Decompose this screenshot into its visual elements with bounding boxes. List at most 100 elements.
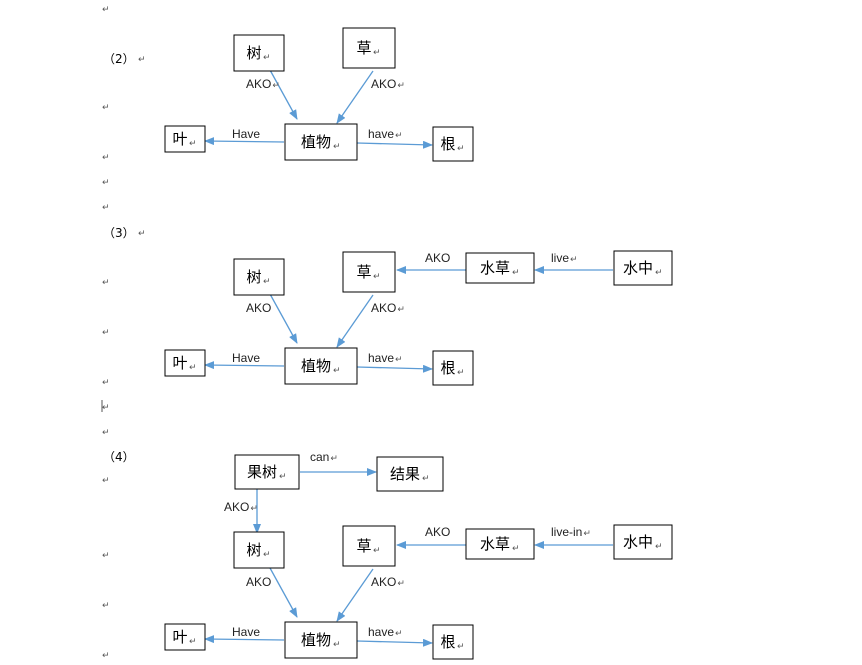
paragraph-mark: ↵: [422, 474, 430, 484]
node-label: 叶: [172, 130, 187, 148]
edge-have-arrow: [204, 361, 285, 370]
node-box: [233, 34, 285, 72]
paragraph-mark: ↵: [263, 53, 271, 63]
node-box: [164, 623, 206, 651]
node-gen: 根↵: [432, 126, 474, 162]
edge-ako-arrow: [269, 567, 298, 618]
node-box: [284, 621, 358, 659]
node-label: 植物: [301, 133, 331, 151]
paragraph-mark: ↵: [189, 363, 197, 373]
edge-label: live: [551, 251, 569, 265]
paragraph-mark: ↵: [272, 81, 280, 91]
paragraph-mark: ↵: [189, 139, 197, 149]
paragraph-mark: ↵: [333, 142, 341, 152]
paragraph-mark: ↵: [512, 544, 520, 554]
paragraph-mark: ↵: [395, 355, 403, 365]
node-box: [342, 251, 396, 293]
edge-label: AKO: [425, 525, 450, 539]
edge-label: have: [368, 351, 394, 365]
node-box: [613, 524, 673, 560]
node-label: 根: [440, 633, 455, 651]
node-box: [284, 123, 358, 161]
edge-ako-arrow: [269, 293, 298, 344]
node-label: 水草: [480, 259, 510, 277]
paragraph-mark: ↵: [333, 366, 341, 376]
node-box: [164, 125, 206, 153]
paragraph-mark: ↵: [395, 629, 403, 639]
paragraph-mark: ↵: [373, 546, 381, 556]
node-label: 结果: [390, 465, 420, 483]
node-box: [613, 250, 673, 286]
edge-label: can: [310, 450, 329, 464]
paragraph-mark: ↵: [102, 103, 110, 113]
node-cao: 草↵: [342, 525, 396, 567]
node-label: 草: [356, 39, 371, 57]
paragraph-mark: ↵: [457, 368, 465, 378]
node-shuicao: 水草↵: [465, 252, 535, 284]
node-box: [465, 528, 535, 560]
edge-label: have: [368, 625, 394, 639]
node-zhiwu: 植物↵: [284, 621, 358, 659]
node-label: 树: [246, 44, 261, 62]
paragraph-mark: ↵: [397, 579, 405, 589]
paragraph-mark: ↵: [102, 178, 110, 188]
edge-ako-arrow: [336, 294, 374, 348]
paragraph-mark: ↵: [263, 277, 271, 287]
node-label: 植物: [301, 357, 331, 375]
node-label: 果树: [247, 463, 277, 481]
node-guoshu: 果树↵: [234, 454, 300, 490]
paragraph-mark: ↵: [330, 454, 338, 464]
node-gen: 根↵: [432, 350, 474, 386]
node-gen: 根↵: [432, 624, 474, 660]
node-shu: 树↵: [233, 34, 285, 72]
node-shuizhong: 水中↵: [613, 524, 673, 560]
edge-have-arrow: [204, 137, 285, 146]
node-jieguo: 结果↵: [376, 456, 444, 492]
node-box: [376, 456, 444, 492]
node-label: 水草: [480, 535, 510, 553]
paragraph-mark: ↵: [102, 551, 110, 561]
edge-ako-arrow: [269, 69, 298, 120]
edge-label: Have: [232, 127, 260, 141]
edge-have-arrow: [356, 364, 433, 373]
node-box: [284, 347, 358, 385]
edge-label: AKO: [371, 301, 396, 315]
paragraph-mark: ↵: [102, 601, 110, 611]
paragraph-mark: ↵: [102, 278, 110, 288]
edge-have-arrow: [204, 635, 285, 644]
node-shuizhong: 水中↵: [613, 250, 673, 286]
node-label: 叶: [172, 354, 187, 372]
paragraph-mark: ↵: [102, 476, 110, 486]
paragraph-mark: ↵: [102, 5, 110, 15]
edge-label: Have: [232, 625, 260, 639]
node-box: [432, 126, 474, 162]
node-label: 水中: [623, 533, 653, 551]
paragraph-mark: ↵: [102, 651, 110, 661]
node-box: [465, 252, 535, 284]
node-zhiwu: 植物↵: [284, 347, 358, 385]
node-label: 根: [440, 359, 455, 377]
paragraph-mark: ↵: [373, 48, 381, 58]
edge-label: AKO: [371, 77, 396, 91]
node-cao: 草↵: [342, 251, 396, 293]
paragraph-mark: ↵: [583, 529, 591, 539]
node-box: [432, 624, 474, 660]
node-shu: 树↵: [233, 258, 285, 296]
node-ye: 叶↵: [164, 349, 206, 377]
edge-label: have: [368, 127, 394, 141]
edge-have-arrow: [356, 140, 433, 149]
paragraph-mark: ↵: [395, 131, 403, 141]
edge-label: AKO: [246, 77, 271, 91]
paragraph-mark: ↵: [102, 428, 110, 438]
node-ye: 叶↵: [164, 623, 206, 651]
node-box: [233, 258, 285, 296]
paragraph-mark: ↵: [655, 542, 663, 552]
edge-label: AKO: [224, 500, 249, 514]
paragraph-mark: ↵: [397, 81, 405, 91]
paragraph-mark: ↵: [102, 203, 110, 213]
paragraph-mark: ↵: [373, 272, 381, 282]
